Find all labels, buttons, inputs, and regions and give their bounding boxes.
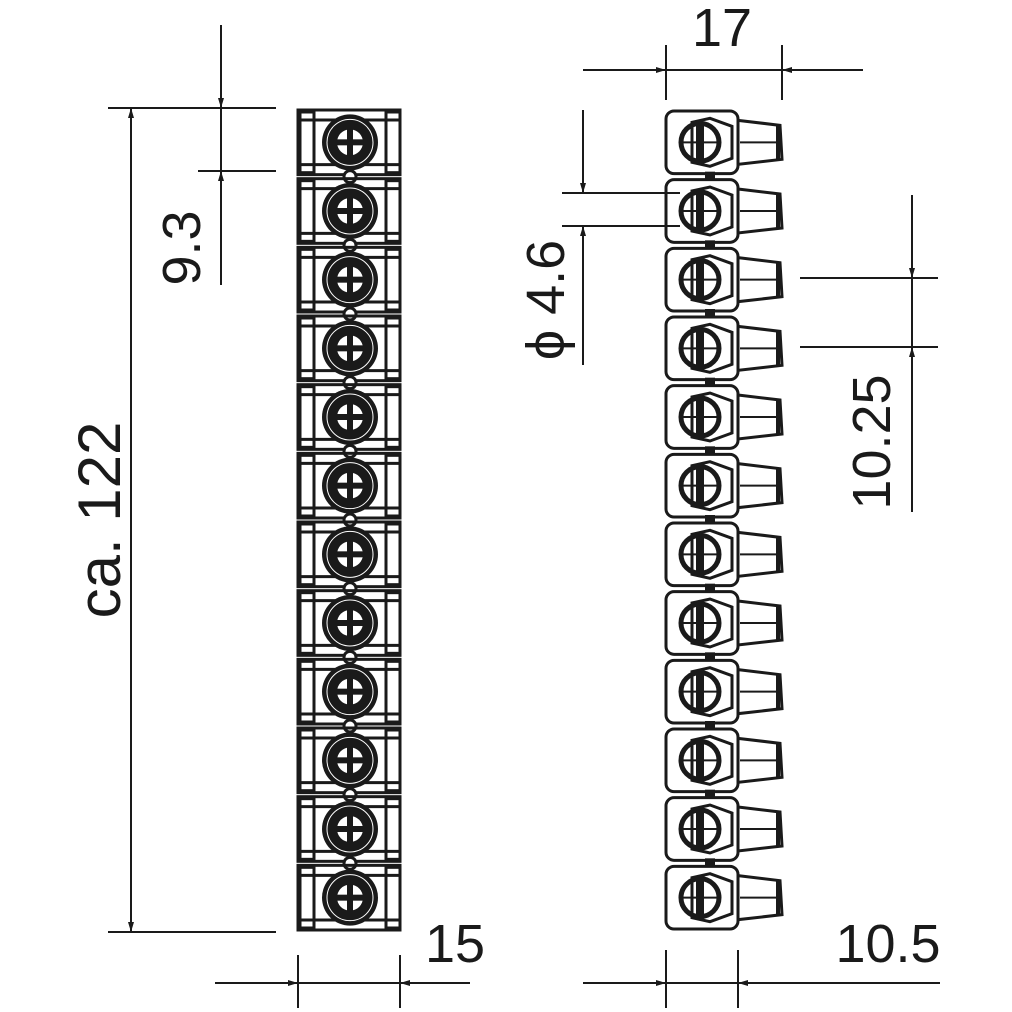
screw-head [678, 464, 722, 508]
link-bridge [705, 377, 715, 388]
screw-head [678, 258, 722, 302]
screw-head [678, 395, 722, 439]
screw-head [678, 189, 722, 233]
screw-slot [336, 414, 364, 420]
hex-nut [690, 597, 734, 649]
link-hole [342, 787, 358, 803]
screw-head [678, 601, 722, 645]
side-view-strip [664, 109, 784, 931]
side-module [664, 521, 784, 594]
screw-slot [336, 208, 364, 214]
side-module [664, 590, 784, 663]
front-module [296, 451, 402, 528]
screw-slot [336, 276, 364, 283]
hex-nut [690, 528, 734, 580]
front-module [296, 657, 402, 734]
front-module [296, 520, 402, 597]
link-hole [342, 169, 358, 185]
link-hole [342, 855, 358, 871]
link-bridge [705, 721, 715, 731]
front-module [296, 795, 402, 871]
hex-nut [690, 322, 734, 374]
screw-slot [336, 757, 364, 764]
side-module [664, 384, 784, 457]
link-bridge [705, 309, 715, 319]
dim-overall-length: ca. 122 [66, 422, 133, 619]
link-bridge [705, 583, 715, 594]
link-hole [342, 649, 358, 665]
link-hole [342, 718, 358, 734]
screw-slot [336, 482, 364, 489]
screw-slot [336, 551, 364, 558]
screw-head [678, 738, 722, 782]
front-module [296, 108, 402, 185]
screw-slot [336, 826, 364, 832]
screw-head [678, 670, 722, 714]
hex-nut [690, 460, 734, 512]
screw-head [678, 807, 722, 851]
side-module [664, 727, 784, 800]
link-hole [342, 512, 358, 528]
screw-head [678, 120, 722, 164]
dim-body-depth: 10.5 [835, 914, 940, 974]
screw-head [678, 532, 722, 576]
link-hole [342, 375, 358, 391]
hex-nut [690, 734, 734, 786]
link-bridge [705, 171, 715, 182]
screw-slot [336, 894, 364, 901]
front-module [296, 245, 402, 322]
dim-width-side: 17 [692, 0, 752, 58]
link-hole [342, 443, 358, 459]
dimension-lines [108, 25, 940, 1008]
dim-width-front: 15 [425, 914, 485, 974]
dim-screw-diameter: ϕ 4.6 [516, 240, 576, 360]
link-bridge [705, 789, 715, 800]
side-module [664, 658, 784, 731]
link-hole [342, 237, 358, 253]
dim-module-pitch: 9.3 [152, 210, 212, 285]
dim-side-pitch: 10.25 [842, 374, 902, 509]
front-view-strip [296, 108, 402, 932]
link-hole [342, 581, 358, 597]
screw-slot [336, 345, 364, 352]
link-bridge [705, 515, 715, 525]
screw-slot [336, 688, 364, 695]
hex-nut [690, 116, 734, 168]
hex-nut [690, 254, 734, 306]
side-module [664, 864, 784, 931]
screw-slot [336, 139, 364, 146]
side-module [664, 246, 784, 319]
front-module [296, 383, 402, 459]
side-module [664, 178, 784, 251]
front-module [296, 589, 402, 665]
screw-slot [336, 620, 364, 626]
link-bridge [705, 240, 715, 251]
hex-nut [690, 872, 734, 924]
side-module [664, 109, 784, 182]
link-bridge [705, 652, 715, 663]
front-module [296, 177, 402, 253]
link-hole [342, 306, 358, 322]
front-module [296, 726, 402, 803]
hex-nut [690, 185, 734, 237]
hex-nut [690, 391, 734, 443]
front-module [296, 314, 402, 391]
screw-head [678, 326, 722, 370]
hex-nut [690, 803, 734, 855]
link-bridge [705, 858, 715, 869]
hex-nut [690, 666, 734, 718]
side-module [664, 452, 784, 525]
side-module [664, 315, 784, 388]
side-module [664, 796, 784, 869]
screw-head [678, 876, 722, 920]
link-bridge [705, 446, 715, 457]
front-module [296, 863, 402, 932]
